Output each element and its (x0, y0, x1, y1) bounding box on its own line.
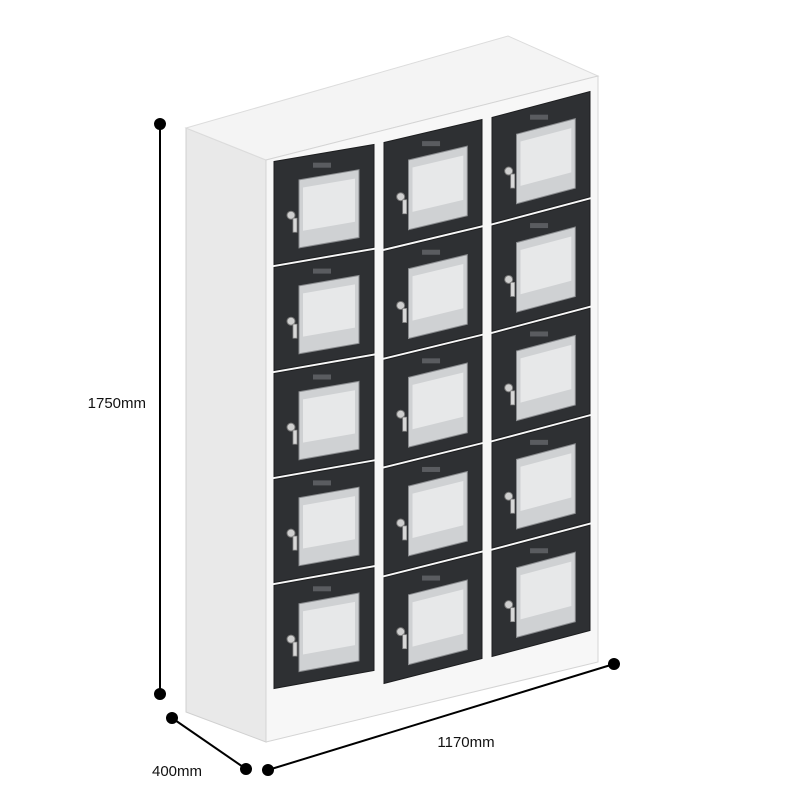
locker-interior (303, 178, 355, 231)
lock-icon (504, 600, 514, 610)
key-icon (292, 217, 298, 233)
locker-interior (412, 589, 464, 647)
height-dimension-top-dot (154, 118, 166, 130)
key-icon (292, 429, 298, 445)
locker-interior (412, 155, 464, 212)
depth-label: 400mm (152, 763, 202, 780)
key-icon (402, 416, 408, 432)
cabinet-side-panel (185, 127, 267, 743)
lock-icon (286, 210, 296, 220)
locker-interior (520, 453, 572, 512)
lock-icon (396, 300, 406, 310)
number-plate (530, 548, 549, 554)
lock-icon (286, 422, 296, 432)
lock-icon (504, 166, 514, 176)
depth-dimension-start-dot (166, 712, 178, 724)
locker-interior (412, 264, 464, 321)
number-plate (530, 223, 549, 229)
number-plate (313, 162, 331, 168)
lock-icon (504, 383, 514, 393)
number-plate (313, 268, 331, 274)
number-plate (422, 575, 441, 581)
locker-interior (412, 480, 464, 538)
locker-interior (303, 284, 355, 337)
locker-interior (520, 344, 572, 403)
number-plate (530, 114, 549, 120)
key-icon (402, 308, 408, 323)
locker-interior (520, 236, 572, 295)
width-dimension-start-dot (262, 764, 274, 776)
key-icon (292, 535, 298, 551)
height-label: 1750mm (88, 395, 146, 412)
width-dimension-line (267, 663, 615, 771)
depth-dimension: 400mm (152, 712, 252, 780)
depth-dimension-line (171, 717, 247, 770)
width-dimension: 1170mm (262, 658, 620, 776)
number-plate (313, 374, 331, 380)
number-plate (313, 480, 331, 486)
width-label: 1170mm (437, 734, 494, 751)
locker-interior (412, 372, 464, 430)
depth-dimension-end-dot (240, 763, 252, 775)
lock-icon (504, 274, 514, 284)
lock-icon (396, 192, 406, 202)
number-plate (313, 586, 331, 592)
key-icon (510, 390, 516, 406)
key-icon (510, 498, 516, 514)
key-icon (292, 323, 298, 339)
height-dimension: 1750mm (88, 118, 166, 700)
lock-icon (286, 634, 296, 644)
lock-icon (286, 316, 296, 326)
locker-doors (273, 90, 591, 690)
locker-interior (520, 128, 572, 186)
number-plate (422, 141, 441, 147)
number-plate (530, 331, 549, 337)
key-icon (510, 173, 516, 189)
number-plate (422, 466, 441, 472)
height-dimension-bottom-dot (154, 688, 166, 700)
key-icon (292, 641, 298, 657)
key-icon (402, 199, 408, 215)
key-icon (402, 525, 408, 541)
locker-interior (303, 496, 355, 549)
number-plate (530, 439, 549, 445)
lock-icon (396, 518, 406, 528)
lock-icon (396, 627, 406, 637)
key-icon (510, 282, 516, 297)
key-icon (510, 607, 516, 623)
lock-icon (286, 528, 296, 538)
lock-icon (396, 409, 406, 419)
locker-interior (303, 390, 355, 443)
width-dimension-end-dot (608, 658, 620, 670)
locker-interior (303, 601, 355, 655)
lock-icon (504, 491, 514, 501)
number-plate (422, 358, 441, 364)
number-plate (422, 249, 441, 255)
key-icon (402, 634, 408, 650)
locker-interior (520, 561, 572, 620)
